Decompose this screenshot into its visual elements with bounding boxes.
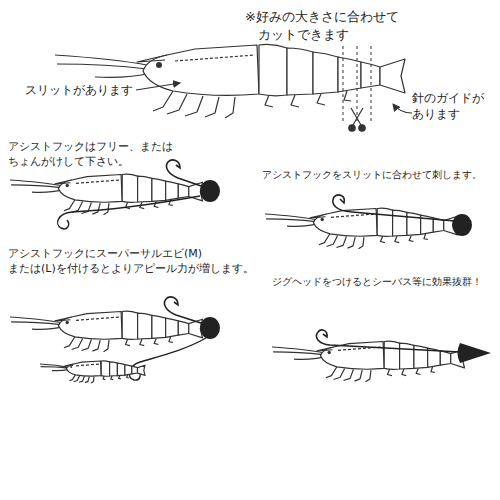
scissors-symbol [349, 108, 365, 131]
cut-line [343, 46, 371, 122]
shrimp-large [55, 44, 405, 118]
leader-arrow [136, 83, 180, 90]
assist-hook [58, 196, 200, 229]
note-label: アシストフックにスーパーサルエビ(M) または(L)を付けるとよりアピール力が増… [8, 247, 261, 277]
jig-head [200, 317, 220, 339]
jig-head [458, 343, 492, 363]
leader-arrow [393, 104, 412, 113]
hook [317, 330, 461, 352]
note-label: 針のガイドが あります [412, 90, 490, 122]
drawing-part [351, 108, 363, 125]
note-label: アシストフックをスリットに合わせて刺します。 [262, 168, 482, 182]
note-label: ※好みの大きさに合わせて カットできます [245, 8, 427, 43]
hook [333, 195, 455, 221]
jig-head [200, 180, 220, 202]
drawing-part [349, 125, 355, 131]
bait-shrimp [40, 361, 145, 383]
note-label: アシストフックはフリー、または ちょんがけして下さい。 [8, 140, 184, 170]
hook [166, 160, 204, 187]
note-label: スリットがあります [25, 82, 133, 98]
jig-head [452, 214, 472, 236]
hook [164, 297, 204, 324]
note-label: ジグヘッドをつけるとシーバス等に効果抜群！ [272, 275, 482, 289]
drawing-part [359, 125, 365, 131]
shrimp-small [10, 174, 203, 214]
shrimp-small [265, 208, 458, 248]
shrimp-small [10, 311, 203, 351]
